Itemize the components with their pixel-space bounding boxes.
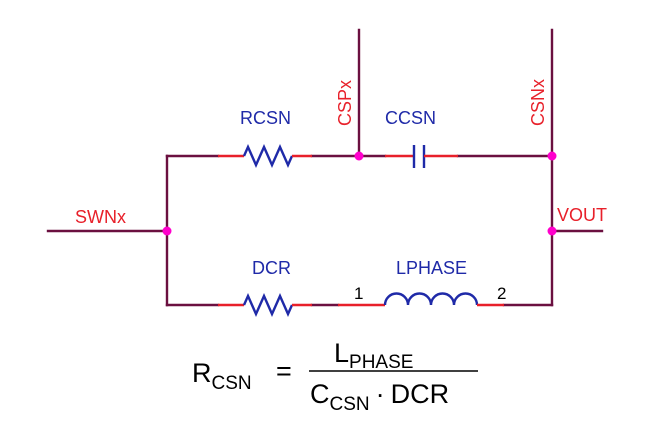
- wires: [46, 28, 604, 307]
- junction-nodes: [162, 151, 557, 236]
- inductor-pin-1: 1: [354, 284, 363, 303]
- csp-net-label: CSPx: [335, 80, 355, 126]
- formula: RCSN = LPHASE CCSN·DCR: [192, 338, 478, 415]
- dcr-resistor: [218, 293, 312, 317]
- vout-net-label: VOUT: [557, 205, 607, 225]
- formula-numerator: LPHASE: [334, 338, 413, 373]
- rcsn-resistor: [218, 144, 312, 168]
- ccsn-capacitor: [385, 145, 458, 168]
- inductor-pin-2: 2: [497, 284, 506, 303]
- lphase-label: LPHASE: [396, 258, 467, 278]
- ccsn-label: CCSN: [385, 108, 436, 128]
- csp-node-dot: [354, 151, 364, 161]
- csn-net-label: CSNx: [528, 79, 548, 126]
- dcr-label: DCR: [252, 258, 291, 278]
- csn-node-dot: [547, 151, 557, 161]
- swn-node-dot: [162, 226, 172, 236]
- swn-net-label: SWNx: [75, 207, 126, 227]
- formula-equals: =: [276, 356, 292, 386]
- rcsn-label: RCSN: [240, 108, 291, 128]
- vout-node-dot: [547, 226, 557, 236]
- lphase-inductor: [338, 292, 504, 307]
- formula-lhs: RCSN: [192, 358, 252, 394]
- formula-denominator: CCSN·DCR: [310, 379, 449, 415]
